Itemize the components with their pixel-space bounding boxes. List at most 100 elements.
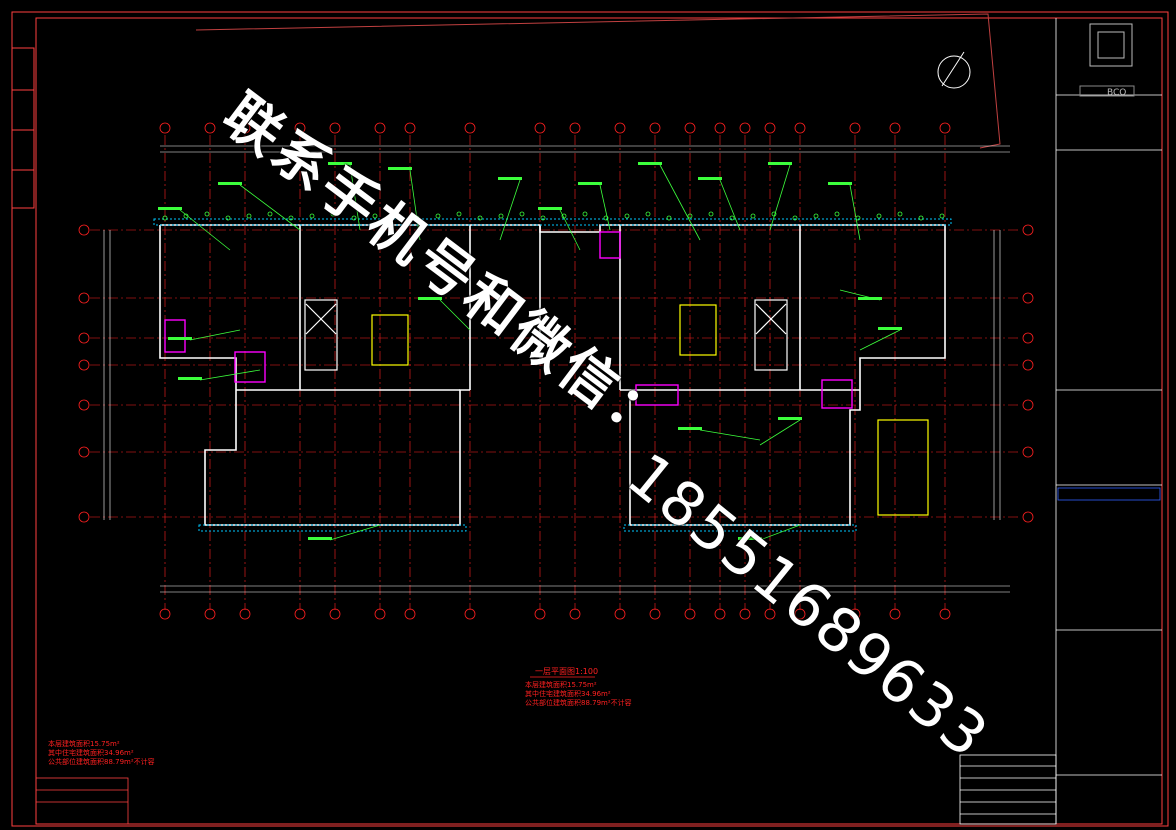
- shrub-symbol: [309, 213, 315, 219]
- axis-bubble: [204, 122, 216, 134]
- axis-bubble: [374, 608, 386, 620]
- annotation-tag: [678, 427, 702, 430]
- axis-bubble: [239, 122, 251, 134]
- axis-bubble: [239, 608, 251, 620]
- axis-bubble: [78, 511, 90, 523]
- axis-bubble: [78, 224, 90, 236]
- axis-bubble: [1022, 446, 1034, 458]
- shrub-symbol: [498, 213, 504, 219]
- leader-line: [439, 299, 471, 331]
- axis-bubble: [78, 399, 90, 411]
- annotation-tag: [828, 182, 852, 185]
- shrub-symbol: [414, 215, 420, 221]
- axis-bubble: [1022, 399, 1034, 411]
- axis-bubble: [684, 608, 696, 620]
- plan-title: 一层平面图: [535, 667, 575, 676]
- leader-line: [189, 329, 241, 341]
- shrub-symbol: [876, 213, 882, 219]
- axis-bubble: [1022, 359, 1034, 371]
- leader-line: [719, 179, 741, 231]
- shrub-symbol: [561, 213, 567, 219]
- shrub-symbol: [834, 211, 840, 217]
- axis-bubble: [739, 608, 751, 620]
- area-notes-left: 本层建筑面积15.75m²其中住宅建筑面积34.96m²公共部位建筑面积88.7…: [48, 739, 155, 766]
- axis-bubble: [1022, 511, 1034, 523]
- axis-bubble: [764, 608, 776, 620]
- axis-bubble: [939, 608, 951, 620]
- axis-bubble: [794, 608, 806, 620]
- annotation-tag: [418, 297, 442, 300]
- axis-bubble: [649, 608, 661, 620]
- annotation-tag: [858, 297, 882, 300]
- area-note: 本层建筑面积15.75m²: [525, 680, 597, 689]
- axis-bubble: [374, 122, 386, 134]
- left-title-strip: [11, 47, 35, 209]
- shrub-symbol: [582, 211, 588, 217]
- sheet-border: [11, 11, 1169, 827]
- axis-bubble: [739, 122, 751, 134]
- shrub-symbol: [645, 211, 651, 217]
- shrub-symbol: [750, 213, 756, 219]
- axis-bubble: [78, 359, 90, 371]
- shrub-symbol: [225, 215, 231, 221]
- shrub-symbol: [288, 215, 294, 221]
- axis-bubble: [78, 446, 90, 458]
- axis-bubble: [889, 122, 901, 134]
- shrub-symbol: [771, 211, 777, 217]
- annotation-tag: [538, 207, 562, 210]
- shrub-symbol: [897, 211, 903, 217]
- firm-logo-text: BCO: [1107, 88, 1126, 98]
- inner-border: [35, 17, 1163, 825]
- annotations: [158, 162, 945, 541]
- shrub-symbol: [519, 211, 525, 217]
- shrub-symbol: [792, 215, 798, 221]
- axis-bubble: [294, 122, 306, 134]
- axis-bubble: [764, 122, 776, 134]
- area-note: 其中住宅建筑面积34.96m²: [525, 689, 611, 698]
- axis-bubble: [649, 122, 661, 134]
- axis-bubble: [714, 122, 726, 134]
- leader-line: [199, 369, 261, 381]
- axis-bubble: [569, 608, 581, 620]
- annotation-tag: [778, 417, 802, 420]
- leader-line: [859, 329, 901, 351]
- leader-line: [349, 164, 361, 231]
- area-note: 公共部位建筑面积88.79m²不计容: [525, 698, 632, 707]
- plan-scale: 1:100: [575, 667, 598, 676]
- area-note: 本层建筑面积15.75m²: [48, 739, 120, 748]
- annotation-tag: [698, 177, 722, 180]
- shrub-symbol: [624, 213, 630, 219]
- shrub-symbol: [666, 215, 672, 221]
- leader-line: [409, 169, 421, 241]
- area-notes-center: 本层建筑面积15.75m²其中住宅建筑面积34.96m²公共部位建筑面积88.7…: [525, 680, 632, 707]
- axis-bubble: [849, 122, 861, 134]
- axis-bubble: [889, 608, 901, 620]
- annotation-tag: [638, 162, 662, 165]
- shrub-symbol: [330, 211, 336, 217]
- shrub-symbol: [855, 215, 861, 221]
- axis-bubble: [534, 122, 546, 134]
- axis-bubble: [684, 122, 696, 134]
- area-note: 公共部位建筑面积88.79m²不计容: [48, 757, 155, 766]
- axis-bubble: [1022, 332, 1034, 344]
- shrub-symbol: [603, 215, 609, 221]
- shrub-symbol: [183, 213, 189, 219]
- annotation-tag: [168, 337, 192, 340]
- shrub-symbol: [372, 213, 378, 219]
- axis-bubbles: [78, 122, 1034, 620]
- leader-line: [599, 184, 611, 231]
- annotation-tag: [178, 377, 202, 380]
- shrub-symbol: [687, 213, 693, 219]
- shrub-symbol: [918, 215, 924, 221]
- shrub-symbol: [435, 213, 441, 219]
- annotation-tag: [578, 182, 602, 185]
- axis-bubble: [1022, 224, 1034, 236]
- axis-bubble: [78, 292, 90, 304]
- leader-line: [849, 184, 861, 241]
- shrub-symbol: [939, 213, 945, 219]
- dimension-lines: [103, 145, 1010, 593]
- axis-bubble: [159, 608, 171, 620]
- axis-bubble: [1022, 292, 1034, 304]
- shrub-symbol: [477, 215, 483, 221]
